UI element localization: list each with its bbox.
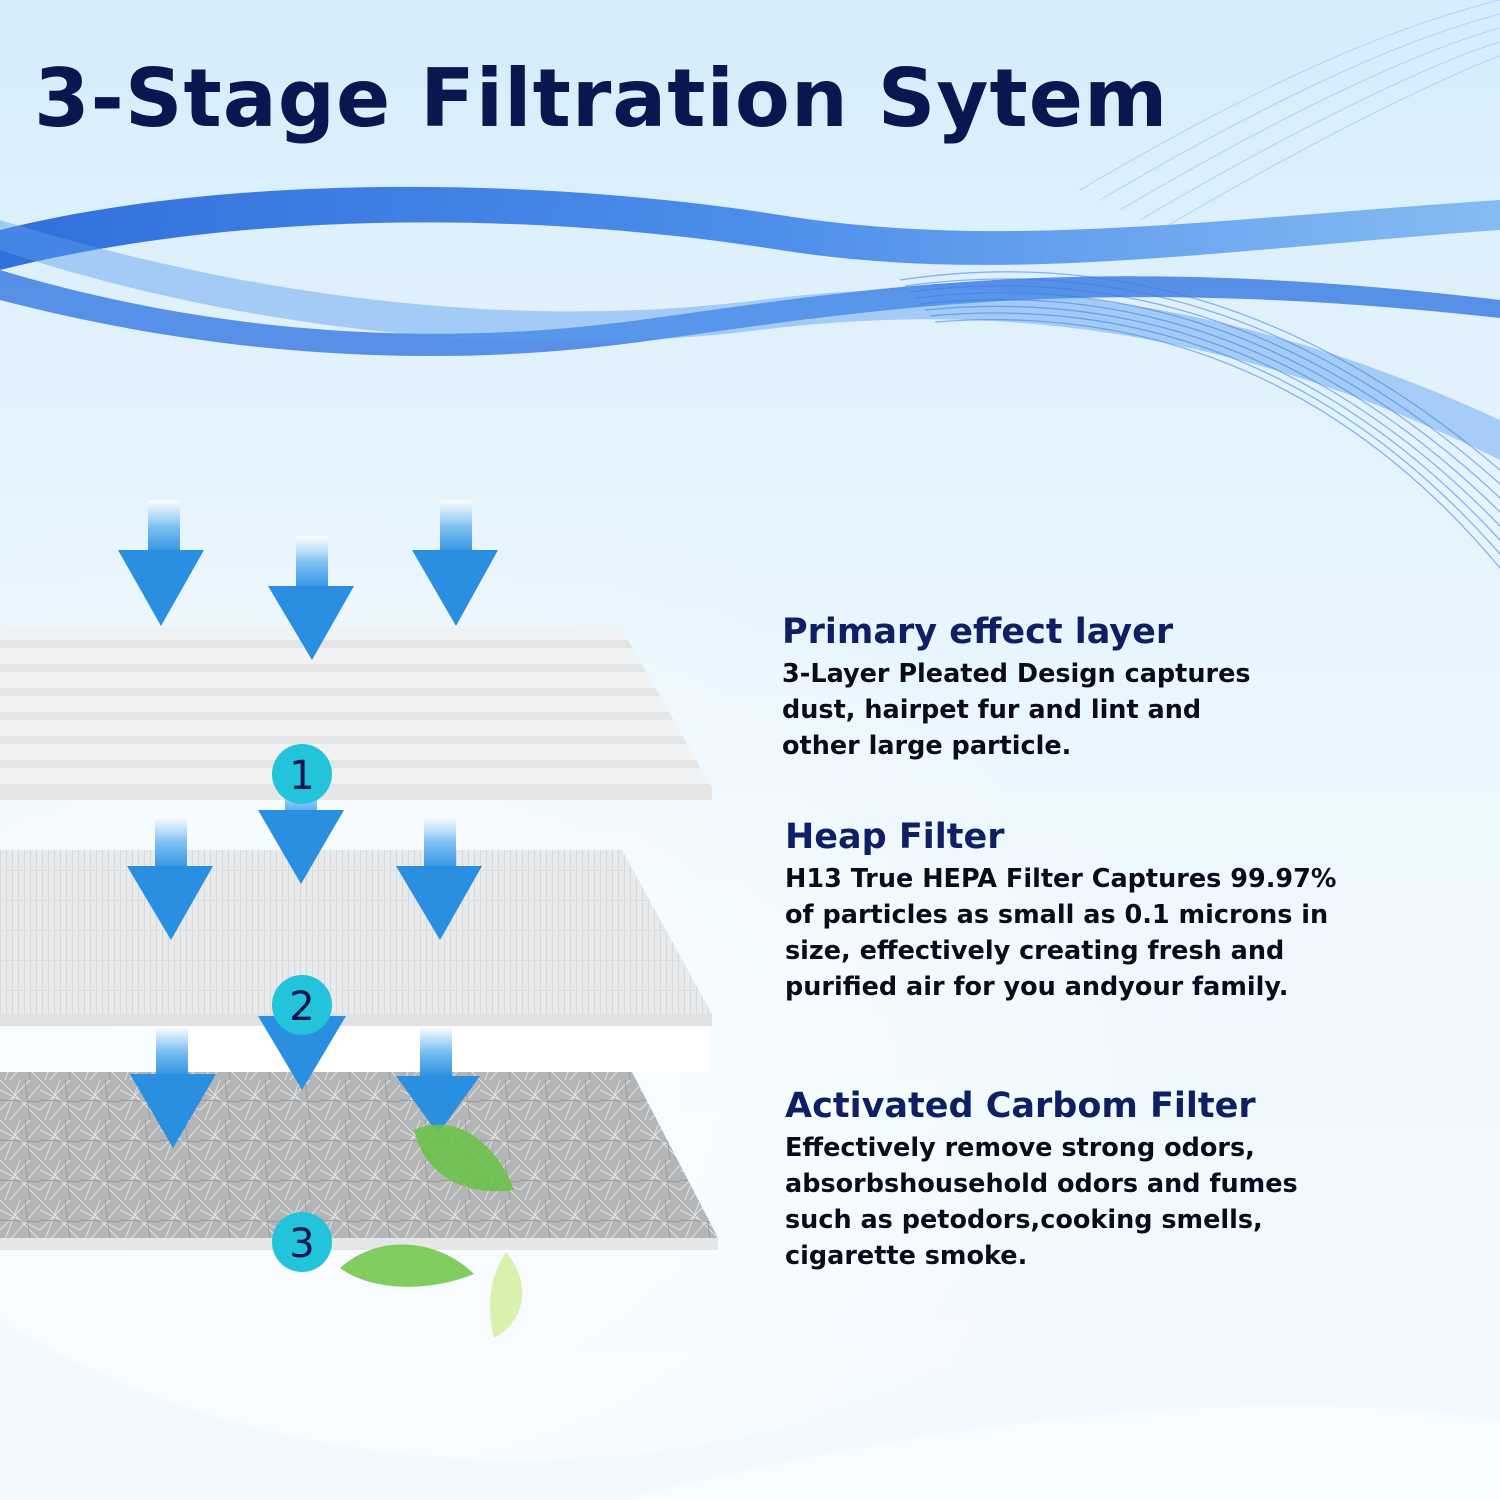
stage-2-badge: 2 [272, 975, 332, 1035]
stage-2-line: of particles as small as 0.1 microns in [785, 900, 1329, 931]
leaf-icon [340, 1244, 474, 1287]
arrow-down-icon [268, 536, 354, 660]
stage-3-line: such as petodors,cooking smells, [785, 1205, 1263, 1236]
stage-3-description: Activated Carbom Filter Effectively remo… [785, 1086, 1345, 1274]
stage-2-line: purified air for you andyour family. [785, 972, 1289, 1003]
carbon-filter-layer [0, 1026, 718, 1250]
arrow-down-icon [118, 500, 204, 626]
arrow-down-icon [130, 1026, 216, 1148]
stage-1-description: Primary effect layer 3-Layer Pleated Des… [782, 612, 1302, 764]
stage-1-heading: Primary effect layer [782, 612, 1174, 652]
stage-1-text: 3-Layer Pleated Design captures dust, ha… [782, 656, 1302, 764]
arrow-down-icon [396, 816, 482, 940]
arrow-down-icon [412, 500, 498, 626]
arrow-down-icon [127, 816, 213, 940]
hepa-filter-layer [0, 850, 712, 1026]
leaf-icon [414, 1124, 514, 1192]
stage-1-line: dust, hairpet fur and lint and [782, 695, 1202, 726]
stage-1-number: 1 [289, 753, 314, 799]
stage-2-number: 2 [289, 984, 314, 1030]
stage-3-heading: Activated Carbom Filter [785, 1086, 1256, 1126]
stage-1-line: other large particle. [782, 731, 1072, 762]
stage-3-number: 3 [289, 1221, 314, 1267]
page-title: 3-Stage Filtration Sytem [34, 52, 1169, 145]
stage-2-line: size, effectively creating fresh and [785, 936, 1285, 967]
stage-2-text: H13 True HEPA Filter Captures 99.97% of … [785, 861, 1345, 1005]
pleated-filter-layer [0, 626, 712, 800]
leaf-icon [490, 1252, 523, 1338]
stage-2-line: H13 True HEPA Filter Captures 99.97% [785, 864, 1337, 895]
stage-3-line: absorbshousehold odors and fumes [785, 1169, 1298, 1200]
stage-1-badge: 1 [272, 744, 332, 804]
airflow-arrows [118, 500, 498, 1148]
arrow-down-icon [396, 1026, 480, 1134]
stage-1-line: 3-Layer Pleated Design captures [782, 659, 1251, 690]
stage-2-description: Heap Filter H13 True HEPA Filter Capture… [785, 817, 1345, 1005]
stage-3-line: cigarette smoke. [785, 1241, 1028, 1272]
stage-3-line: Effectively remove strong odors, [785, 1133, 1255, 1164]
stage-2-heading: Heap Filter [785, 817, 1005, 857]
stage-3-text: Effectively remove strong odors, absorbs… [785, 1130, 1345, 1274]
stage-3-badge: 3 [272, 1212, 332, 1272]
